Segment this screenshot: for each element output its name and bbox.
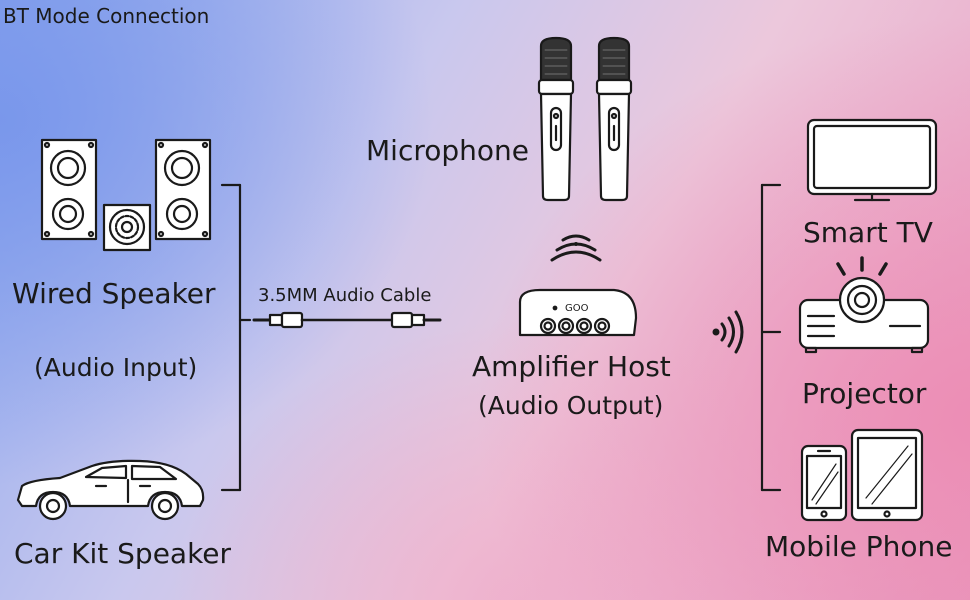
svg-text:GOO: GOO xyxy=(565,303,589,314)
output-bracket xyxy=(760,183,782,492)
amplifier-host-icon: GOO xyxy=(518,288,638,337)
wired-speaker-icon xyxy=(40,138,212,252)
projector-label: Projector xyxy=(802,377,927,410)
car-icon xyxy=(16,459,205,521)
mobile-phone-label: Mobile Phone xyxy=(765,530,953,563)
audio-output-label: (Audio Output) xyxy=(478,391,664,420)
audio-cable-label: 3.5MM Audio Cable xyxy=(258,285,432,306)
tablet-icon xyxy=(850,428,924,522)
input-bracket xyxy=(220,183,252,492)
amplifier-host-label: Amplifier Host xyxy=(472,350,671,383)
audio-input-label: (Audio Input) xyxy=(34,353,198,382)
diagram-title: BT Mode Connection xyxy=(3,4,210,28)
microphone-grille xyxy=(544,49,626,75)
microphone-label: Microphone xyxy=(366,134,529,167)
smart-tv-icon xyxy=(806,118,938,202)
car-kit-speaker-label: Car Kit Speaker xyxy=(14,537,232,570)
microphone-icon xyxy=(537,36,633,202)
wireless-signal-icon xyxy=(550,234,602,262)
smart-tv-label: Smart TV xyxy=(803,216,933,249)
projector-icon xyxy=(798,256,930,354)
wired-speaker-label: Wired Speaker xyxy=(12,277,216,310)
audio-cable-icon xyxy=(252,311,442,329)
mobile-phone-icon xyxy=(800,444,848,522)
wireless-signal-right-icon xyxy=(712,310,744,354)
